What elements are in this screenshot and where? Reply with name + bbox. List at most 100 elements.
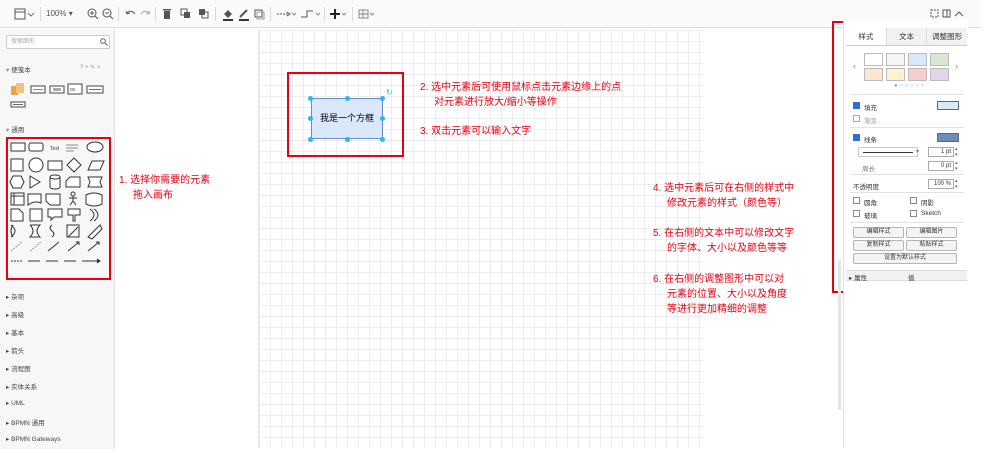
style-swatch[interactable] — [930, 53, 949, 66]
style-swatch[interactable] — [886, 53, 905, 66]
resize-handle[interactable] — [345, 137, 350, 142]
rounded-checkbox[interactable] — [853, 197, 860, 204]
category-arrows[interactable]: ▸ 箭头 — [6, 348, 25, 355]
fill-color-icon[interactable] — [222, 7, 234, 21]
stepper-icon[interactable]: ▴▾ — [955, 146, 958, 158]
search-input[interactable]: 搜索图形 — [6, 35, 110, 49]
edit-style-button[interactable]: 编辑样式 — [853, 227, 904, 238]
shadow-checkbox[interactable] — [910, 197, 917, 204]
scratchpad-shape[interactable] — [86, 85, 104, 97]
fullscreen-icon[interactable] — [930, 7, 940, 21]
glass-label: 玻璃 — [864, 213, 877, 220]
undo-icon[interactable] — [124, 7, 136, 21]
scratchpad-image-shape[interactable] — [10, 82, 26, 98]
line-pattern-select[interactable] — [858, 147, 918, 157]
category-bpmn-general[interactable]: ▸ BPMN 通用 — [6, 420, 45, 427]
gradient-checkbox[interactable] — [853, 115, 860, 122]
style-swatch[interactable] — [908, 53, 927, 66]
toolbar: 100% ▾ — [0, 0, 980, 28]
shape-sidebar: 搜索图形 ▾便笺本 ? + ✎ × oc ▾通用 Text — [0, 29, 115, 449]
collapse-icon[interactable] — [954, 7, 964, 21]
rotate-icon[interactable]: ↻ — [386, 88, 393, 97]
waypoints-icon[interactable] — [300, 7, 322, 21]
annotation-4: 4. 选中元素后可在右侧的样式中 修改元素的样式（颜色等） — [653, 183, 795, 209]
resize-handle[interactable] — [380, 96, 385, 101]
style-swatch[interactable] — [886, 68, 905, 81]
tab-style[interactable]: 样式 — [846, 28, 887, 45]
scratchpad-shape[interactable] — [10, 101, 26, 111]
search-icon[interactable] — [100, 38, 108, 48]
fill-checkbox[interactable] — [853, 102, 860, 109]
panel-scrollbar[interactable] — [838, 260, 841, 410]
chevron-left-icon[interactable]: ‹ — [853, 61, 856, 71]
opacity-input[interactable]: 100 % — [928, 179, 954, 189]
style-swatch[interactable] — [908, 68, 927, 81]
stepper-icon[interactable]: ▴▾ — [955, 178, 958, 190]
style-swatch[interactable] — [864, 68, 883, 81]
category-entity-relation[interactable]: ▸ 实体关系 — [6, 384, 38, 391]
zoom-in-icon[interactable] — [87, 7, 99, 21]
properties-label: ▸ 属性 — [849, 275, 868, 282]
resize-handle[interactable] — [345, 96, 350, 101]
line-width-input[interactable]: 1 pt — [928, 147, 954, 157]
style-swatch[interactable] — [930, 68, 949, 81]
zoom-select[interactable]: 100% ▾ — [46, 9, 73, 18]
divider — [850, 192, 964, 193]
glass-checkbox[interactable] — [853, 210, 860, 217]
format-panel-icon[interactable] — [942, 7, 952, 21]
chevron-right-icon[interactable]: › — [955, 61, 958, 71]
category-basic[interactable]: ▸ 基本 — [6, 330, 25, 337]
toolbar-divider — [118, 7, 119, 21]
style-swatch[interactable] — [864, 53, 883, 66]
copy-style-button[interactable]: 复制样式 — [853, 240, 904, 251]
scratchpad-shape[interactable] — [49, 85, 65, 97]
category-flowchart[interactable]: ▸ 流程图 — [6, 366, 31, 373]
set-default-style-button[interactable]: 设置为默认样式 — [853, 253, 957, 264]
resize-handle[interactable] — [380, 116, 385, 121]
perimeter-input[interactable]: 0 pt — [928, 161, 954, 171]
edit-image-button[interactable]: 编辑图片 — [906, 227, 957, 238]
toolbar-divider — [324, 7, 325, 21]
category-uml[interactable]: ▸ UML — [6, 400, 25, 407]
to-back-icon[interactable] — [198, 7, 210, 21]
sketch-label: Sketch — [921, 210, 941, 217]
scratchpad-shape[interactable] — [30, 85, 46, 97]
resize-handle[interactable] — [308, 116, 313, 121]
resize-handle[interactable] — [308, 96, 313, 101]
svg-text:oc: oc — [70, 87, 76, 93]
shadow-icon[interactable] — [254, 7, 266, 21]
table-icon[interactable] — [358, 7, 376, 21]
toolbar-divider — [270, 7, 271, 21]
fill-color-picker[interactable] — [937, 101, 959, 110]
page-view-icon[interactable] — [14, 7, 34, 21]
resize-handle[interactable] — [308, 137, 313, 142]
properties-header[interactable]: ▸ 属性 值 — [846, 270, 967, 282]
to-front-icon[interactable] — [180, 7, 192, 21]
general-shapes-grid[interactable]: Text — [8, 139, 108, 279]
general-title: 通用 — [11, 127, 25, 134]
general-header[interactable]: ▾通用 — [6, 124, 24, 134]
zoom-out-icon[interactable] — [102, 7, 114, 21]
delete-icon[interactable] — [162, 7, 172, 21]
line-color-icon[interactable] — [238, 7, 250, 21]
scratchpad-tools[interactable]: ? + ✎ × — [80, 65, 101, 71]
format-panel: 样式 文本 调整图形 ‹ › ● ○ ○ ○ ○ ○ 填充 渐变 线条 ▾ 1 … — [838, 20, 968, 447]
paste-style-button[interactable]: 粘贴样式 — [906, 240, 957, 251]
tab-text[interactable]: 文本 — [886, 28, 928, 45]
redo-icon[interactable] — [140, 7, 152, 21]
category-misc[interactable]: ▸ 杂项 — [6, 294, 25, 301]
page-dots[interactable]: ● ○ ○ ○ ○ ○ — [894, 83, 925, 89]
sketch-checkbox[interactable] — [910, 210, 917, 217]
tab-arrange[interactable]: 调整图形 — [927, 28, 968, 45]
resize-handle[interactable] — [380, 137, 385, 142]
chevron-down-icon[interactable]: ▾ — [916, 149, 920, 155]
scratchpad-header[interactable]: ▾便笺本 — [6, 64, 31, 74]
scratchpad-shape[interactable]: oc — [67, 83, 83, 97]
stepper-icon[interactable]: ▴▾ — [955, 160, 958, 172]
insert-icon[interactable] — [330, 7, 348, 21]
line-checkbox[interactable] — [853, 134, 860, 141]
line-color-picker[interactable] — [937, 133, 959, 142]
connection-icon[interactable] — [276, 7, 298, 21]
category-advanced[interactable]: ▸ 高级 — [6, 312, 25, 319]
category-bpmn-gateways[interactable]: ▸ BPMN Gateways — [6, 436, 61, 443]
